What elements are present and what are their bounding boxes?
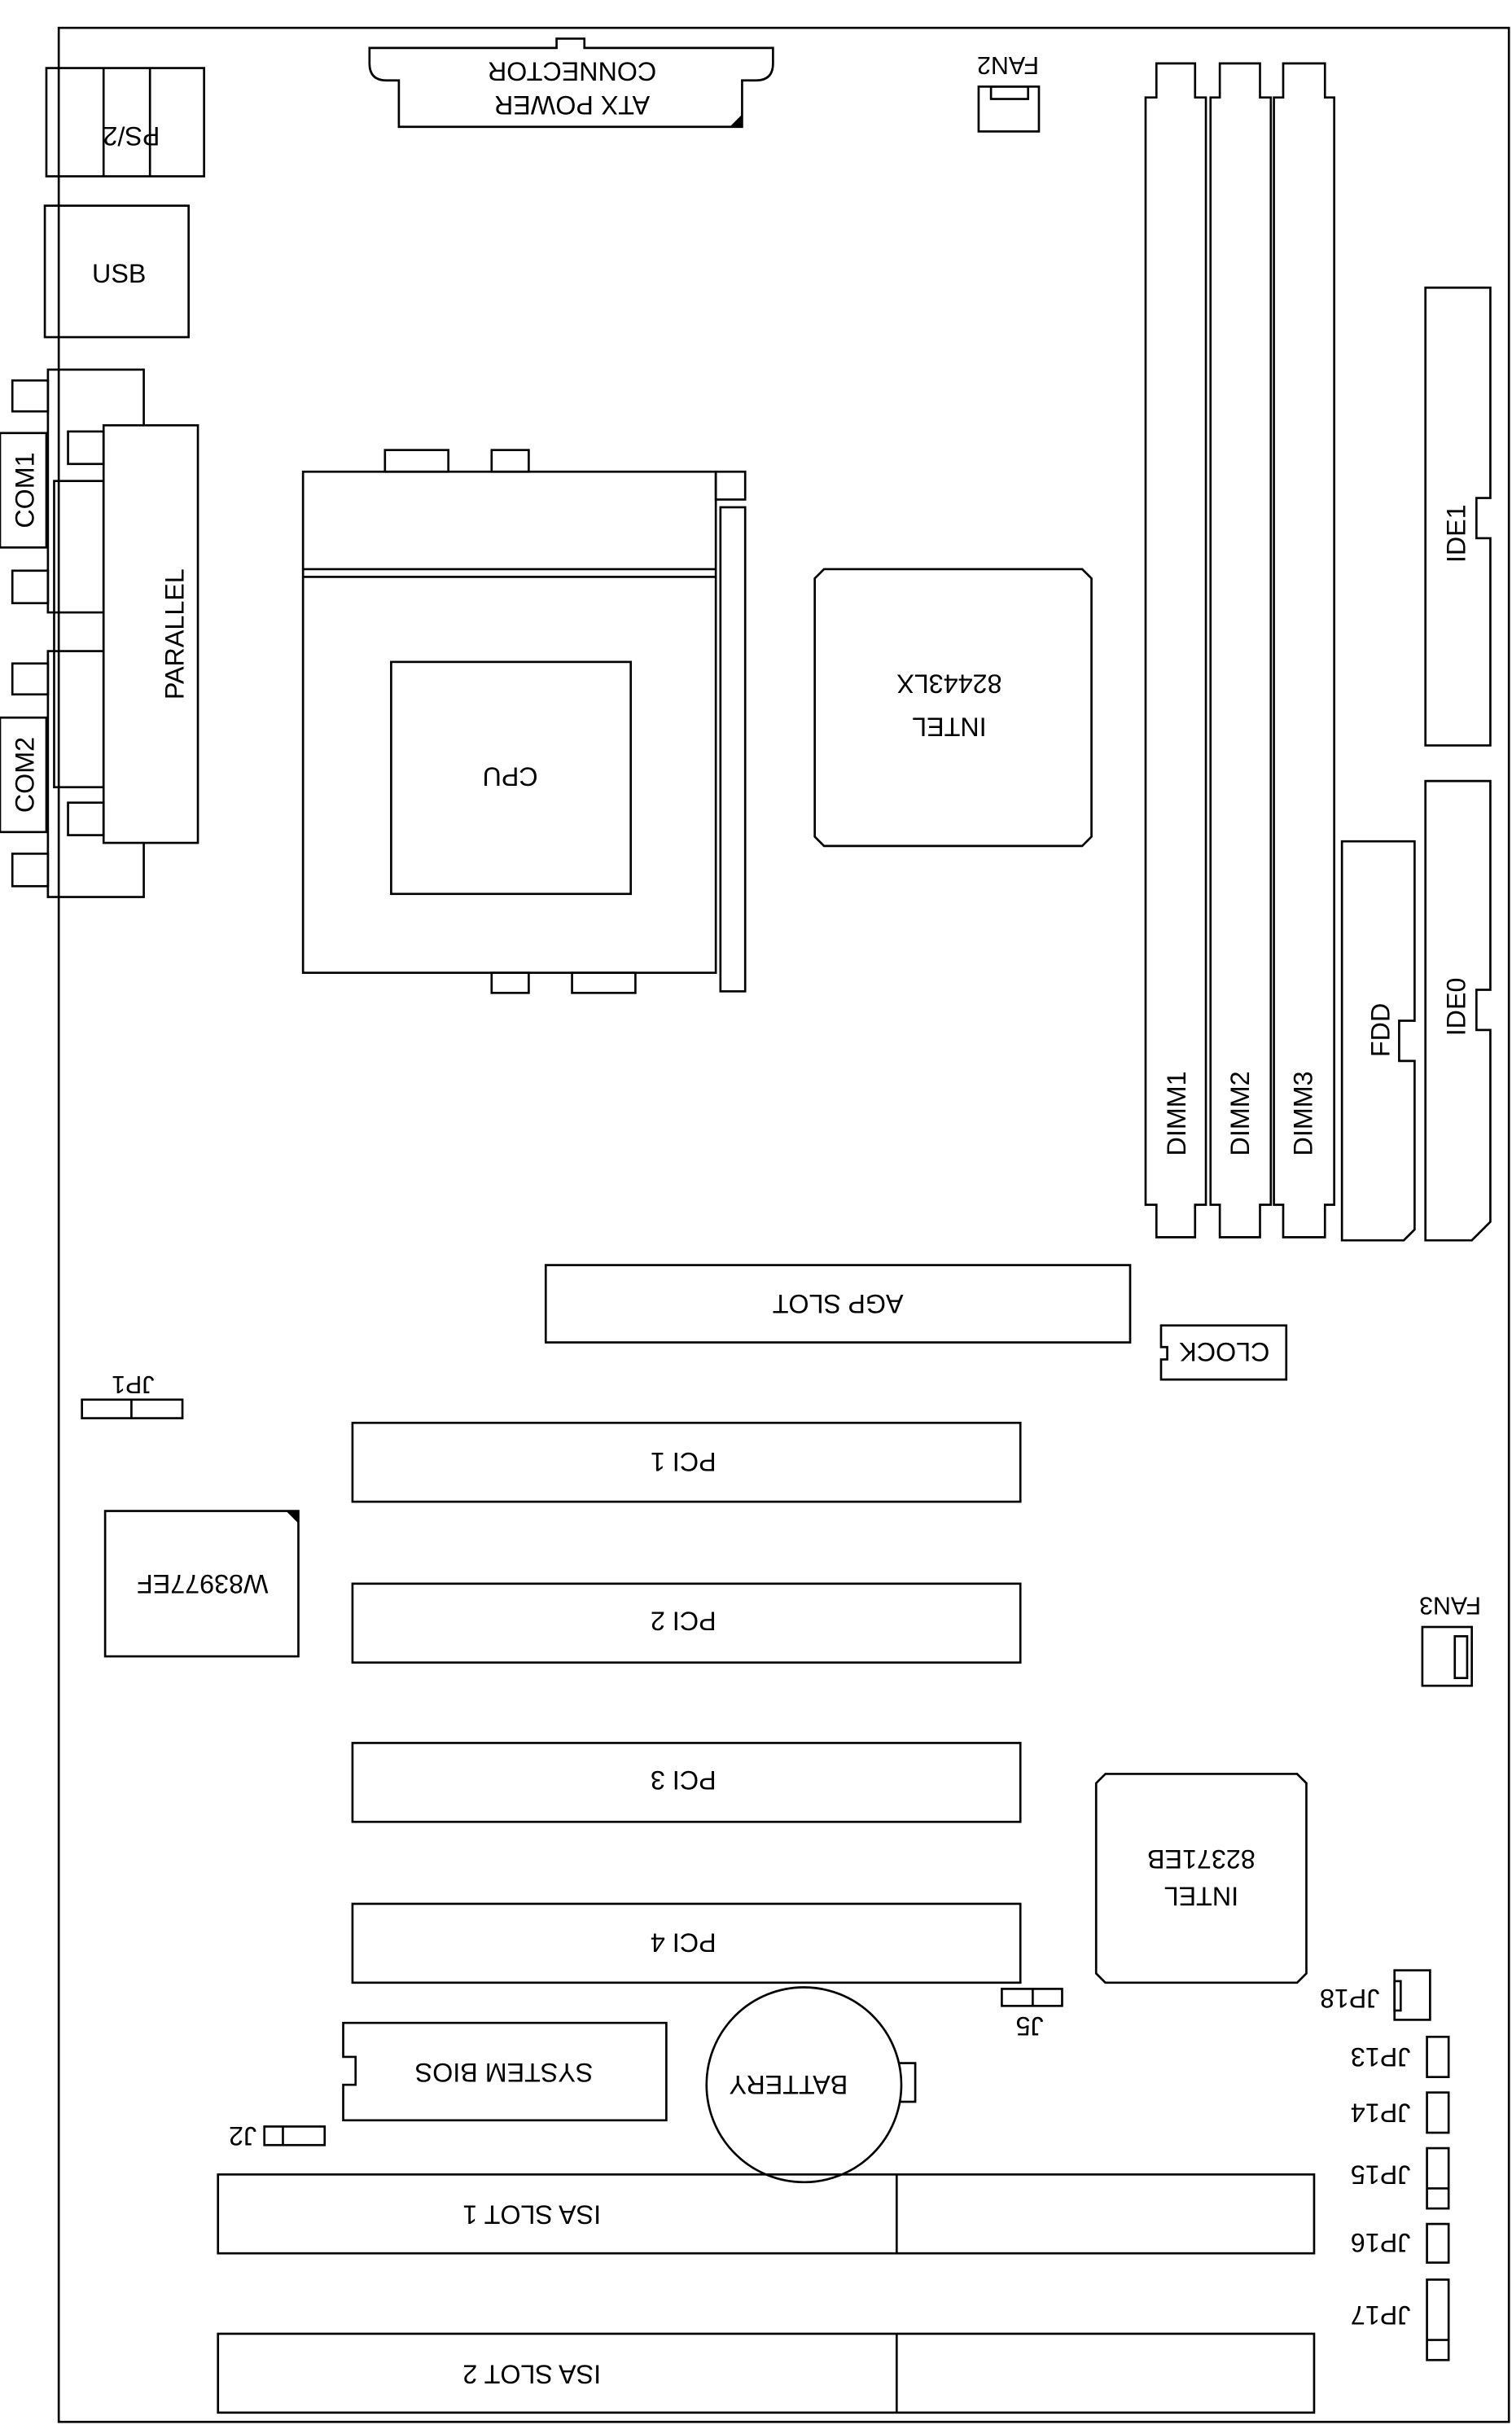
jp18-label: JP18	[1320, 1984, 1380, 2013]
usb-connector: USB	[43, 204, 190, 339]
pci2-label: PCI 2	[651, 1606, 717, 1635]
usb-label: USB	[92, 259, 146, 288]
cpu-slot: CPU	[301, 449, 747, 994]
fan2-header: FAN2	[977, 51, 1041, 133]
pci1-slot: PCI 1	[351, 1421, 1022, 1503]
jp14-jumper: JP14	[1351, 2091, 1450, 2134]
fdd-label: FDD	[1366, 1003, 1396, 1057]
atx-power-label-line1: ATX POWER	[494, 90, 650, 120]
jp16-label: JP16	[1351, 2228, 1411, 2257]
fan3-header: FAN3	[1419, 1591, 1481, 1687]
j2-label: J2	[229, 2121, 256, 2151]
ps2-label: PS/2	[103, 121, 160, 151]
jp13-jumper: JP13	[1351, 2035, 1450, 2079]
fan2-label: FAN2	[977, 51, 1039, 79]
com2-connector: COM2	[0, 650, 145, 898]
parallel-connector: PARALLEL	[53, 423, 199, 844]
jp16-jumper: JP16	[1351, 2222, 1450, 2264]
pci4-slot: PCI 4	[351, 1902, 1022, 1984]
system-bios-chip: SYSTEM BIOS	[342, 2021, 668, 2122]
pci3-label: PCI 3	[651, 1765, 717, 1795]
ide0-label: IDE0	[1442, 978, 1471, 1037]
battery-label: BATTERY	[729, 2070, 848, 2099]
pci4-label: PCI 4	[651, 1927, 717, 1957]
isa2-label: ISA SLOT 2	[462, 2359, 601, 2388]
jp13-label: JP13	[1351, 2042, 1411, 2072]
southbridge-label-line1: INTEL	[1164, 1881, 1238, 1910]
com2-label: COM2	[10, 737, 39, 813]
atx-power-connector: ATX POWER CONNECTOR	[368, 37, 774, 129]
dimm2-label: DIMM2	[1225, 1071, 1255, 1155]
atx-power-label-line2: CONNECTOR	[488, 56, 656, 86]
pci2-slot: PCI 2	[351, 1582, 1022, 1664]
com1-label: COM1	[10, 452, 39, 528]
dimm3-slot: DIMM3	[1273, 62, 1335, 1239]
jp1-jumper: JP1	[81, 1370, 184, 1419]
dimm2-slot: DIMM2	[1209, 62, 1273, 1239]
jp17-label: JP17	[1351, 2300, 1411, 2330]
jp18-jumper: JP18	[1320, 1969, 1431, 2021]
isa2-slot: ISA SLOT 2	[217, 2332, 1316, 2414]
dimm1-slot: DIMM1	[1144, 62, 1207, 1239]
northbridge-label-line2: 82443LX	[896, 669, 1001, 698]
ide1-label: IDE1	[1442, 504, 1471, 563]
northbridge-chip: INTEL 82443LX	[813, 568, 1093, 848]
ide1-connector: IDE1	[1424, 286, 1492, 747]
dimm1-label: DIMM1	[1162, 1071, 1191, 1155]
fan3-label: FAN3	[1419, 1591, 1481, 1619]
clock-label: CLOCK	[1179, 1337, 1270, 1366]
dimm3-label: DIMM3	[1289, 1071, 1318, 1155]
southbridge-chip: INTEL 82371EB	[1094, 1773, 1308, 1984]
isa1-label: ISA SLOT 1	[462, 2200, 601, 2230]
j2-jumper: J2	[229, 2121, 327, 2151]
superio-chip: W83977EF	[103, 1510, 300, 1658]
parallel-label: PARALLEL	[160, 568, 190, 699]
jp17-jumper: JP17	[1351, 2278, 1450, 2361]
jp14-label: JP14	[1351, 2098, 1411, 2127]
superio-label: W83977EF	[137, 1569, 268, 1598]
board-outline	[57, 26, 1510, 2423]
ps2-connector: PS/2	[45, 67, 205, 178]
pci1-label: PCI 1	[651, 1447, 717, 1476]
southbridge-label-line2: 82371EB	[1147, 1844, 1256, 1874]
pci3-slot: PCI 3	[351, 1742, 1022, 1823]
system-bios-label: SYSTEM BIOS	[415, 2058, 594, 2087]
ide0-connector: IDE0	[1424, 779, 1492, 1242]
agp-label: AGP SLOT	[773, 1289, 904, 1318]
j5-jumper: J5	[1001, 1988, 1063, 2041]
fdd-connector: FDD	[1340, 840, 1416, 1242]
jp1-label: JP1	[112, 1370, 154, 1398]
isa1-slot: ISA SLOT 1	[217, 2173, 1316, 2255]
cpu-chip	[390, 660, 633, 896]
jp15-label: JP15	[1351, 2160, 1411, 2189]
northbridge-label-line1: INTEL	[912, 713, 986, 742]
agp-slot: AGP SLOT	[544, 1264, 1132, 1344]
cpu-label: CPU	[483, 761, 538, 791]
jp15-jumper: JP15	[1351, 2147, 1450, 2210]
battery: BATTERY	[705, 1986, 917, 2184]
j5-label: J5	[1016, 2011, 1044, 2041]
clock-chip: CLOCK	[1159, 1324, 1288, 1381]
